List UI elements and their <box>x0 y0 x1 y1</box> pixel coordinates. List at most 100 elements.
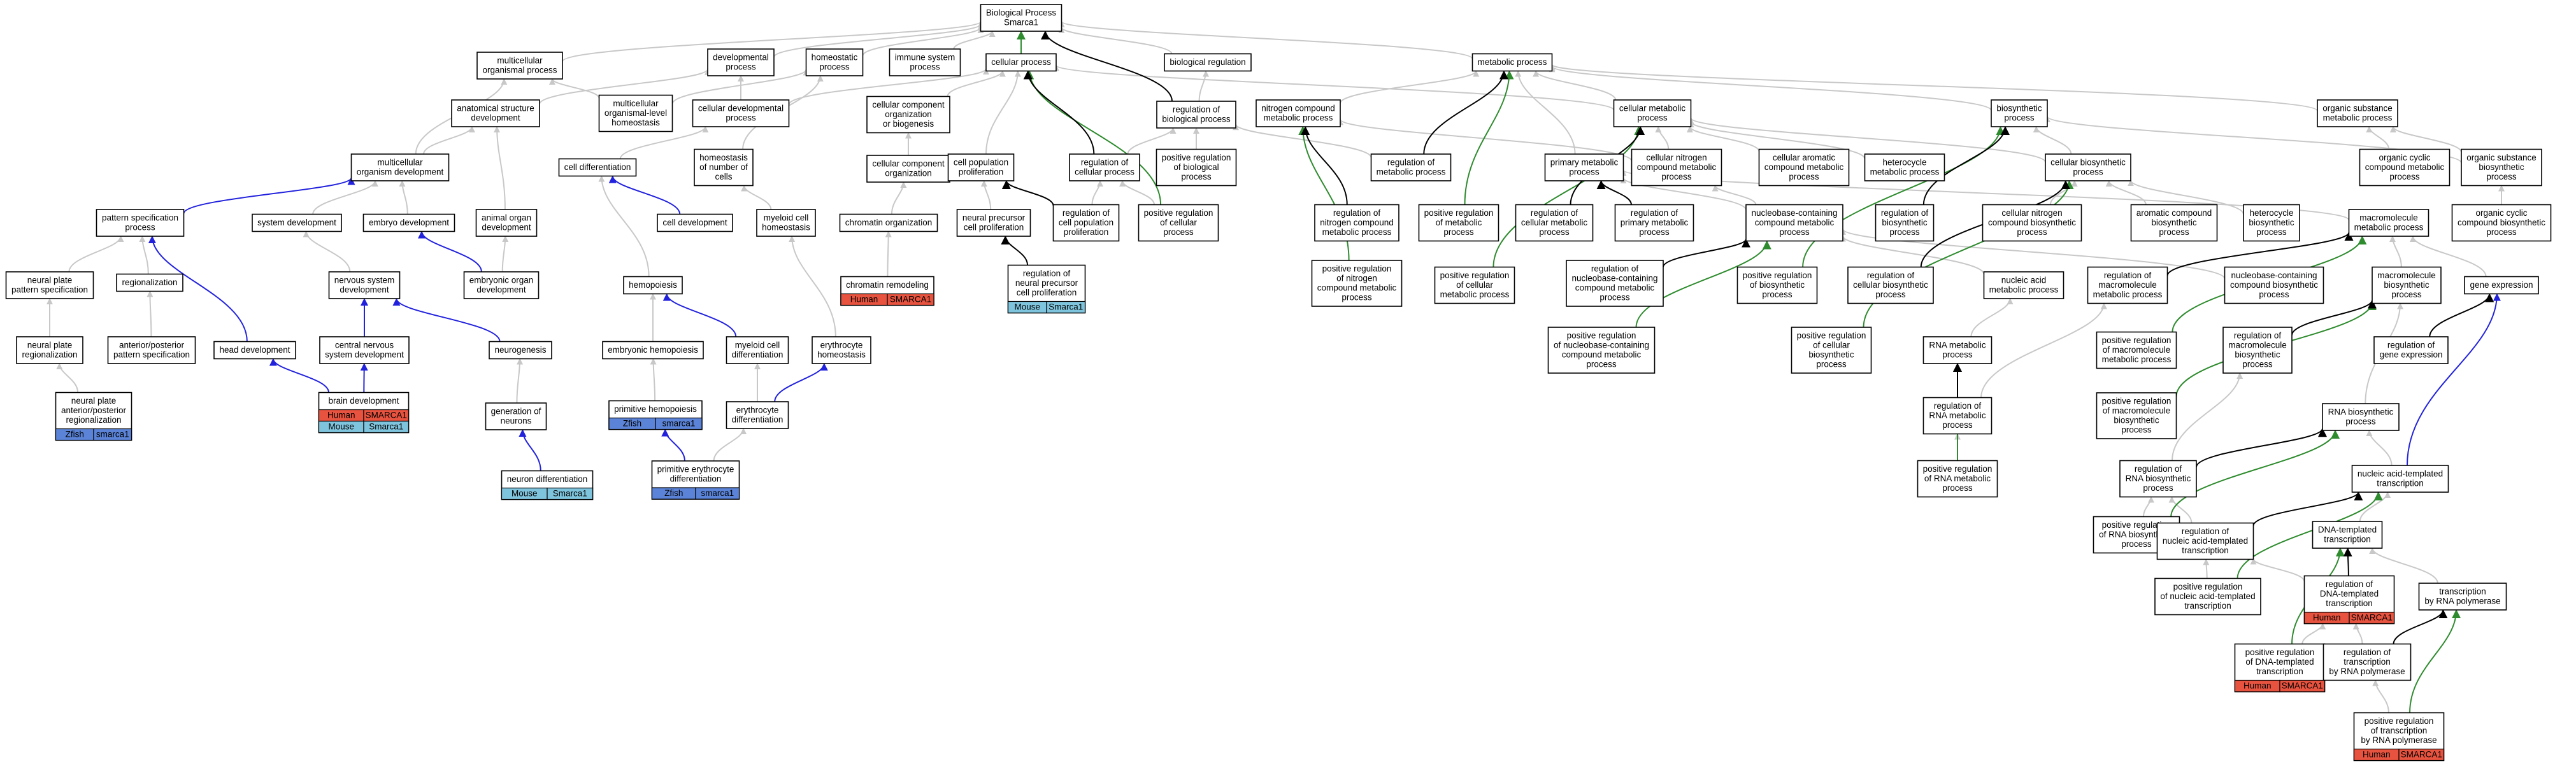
go-term-node-celldevt[interactable]: cell development <box>657 213 733 232</box>
go-term-box[interactable] <box>1256 99 1341 127</box>
go-term-box[interactable] <box>463 271 540 299</box>
go-term-box[interactable] <box>16 336 83 364</box>
go-term-box[interactable] <box>1547 327 1656 374</box>
go-term-box[interactable] <box>485 402 547 430</box>
go-term-node-metp[interactable]: metabolic process <box>1471 53 1553 72</box>
go-term-box[interactable] <box>1791 327 1872 374</box>
go-term-node-embhemo[interactable]: embryonic hemopoiesis <box>602 341 704 360</box>
go-term-box[interactable] <box>2130 204 2218 242</box>
go-term-node-headdev[interactable]: head development <box>213 341 296 360</box>
go-term-node-regmacbp[interactable]: regulation ofmacromoleculebiosyntheticpr… <box>2222 327 2293 374</box>
go-term-box[interactable] <box>2322 643 2412 681</box>
go-term-box[interactable] <box>985 53 1057 72</box>
go-term-node-celldiff[interactable]: cell differentiation <box>558 158 637 177</box>
go-term-node-bioreg[interactable]: biological regulation <box>1164 53 1252 72</box>
go-term-box[interactable] <box>2372 266 2442 304</box>
go-term-box[interactable] <box>2418 583 2507 611</box>
go-term-box[interactable] <box>2317 99 2398 127</box>
go-term-box[interactable] <box>1614 204 1694 242</box>
go-term-box[interactable] <box>2348 209 2429 237</box>
go-term-box[interactable] <box>2373 336 2449 364</box>
go-term-box[interactable] <box>866 95 950 134</box>
go-term-box[interactable] <box>956 209 1031 237</box>
go-term-box[interactable] <box>1314 204 1399 242</box>
go-term-box[interactable] <box>2096 392 2177 439</box>
go-term-box[interactable] <box>812 336 871 364</box>
go-term-box[interactable] <box>1138 204 1219 242</box>
go-term-box[interactable] <box>451 99 540 127</box>
go-term-box[interactable] <box>252 213 342 232</box>
go-term-node-neurogen[interactable]: neurogenesis <box>489 341 552 360</box>
go-term-box[interactable] <box>598 94 673 132</box>
go-term-box[interactable] <box>558 158 637 177</box>
go-term-box[interactable] <box>489 341 552 360</box>
go-term-node-reg[interactable]: regionalization <box>116 273 183 292</box>
go-term-box[interactable] <box>1847 266 1934 304</box>
go-term-box[interactable] <box>1736 266 1818 304</box>
go-term-box[interactable] <box>1370 153 1452 181</box>
go-term-box[interactable] <box>213 341 296 360</box>
go-term-box[interactable] <box>623 276 683 295</box>
go-term-node-hemop[interactable]: hemopoiesis <box>623 276 683 295</box>
go-term-box[interactable] <box>1515 204 1594 242</box>
go-term-box[interactable] <box>2322 403 2400 431</box>
go-term-box[interactable] <box>2096 331 2177 369</box>
go-term-box[interactable] <box>1311 260 1403 307</box>
go-term-box[interactable] <box>707 48 775 76</box>
go-term-box[interactable] <box>1864 153 1945 181</box>
go-term-box[interactable] <box>2451 204 2552 242</box>
go-term-box[interactable] <box>476 52 563 80</box>
go-term-box[interactable] <box>319 336 410 364</box>
go-term-box[interactable] <box>2224 266 2324 304</box>
go-term-box[interactable] <box>602 341 704 360</box>
go-term-box[interactable] <box>1745 204 1843 242</box>
go-term-box[interactable] <box>1917 460 1998 498</box>
go-term-box[interactable] <box>1758 148 1850 187</box>
go-term-box[interactable] <box>1052 204 1120 242</box>
go-term-box[interactable] <box>1418 204 1499 242</box>
go-term-box[interactable] <box>839 213 938 232</box>
go-term-box[interactable] <box>1875 204 1935 242</box>
